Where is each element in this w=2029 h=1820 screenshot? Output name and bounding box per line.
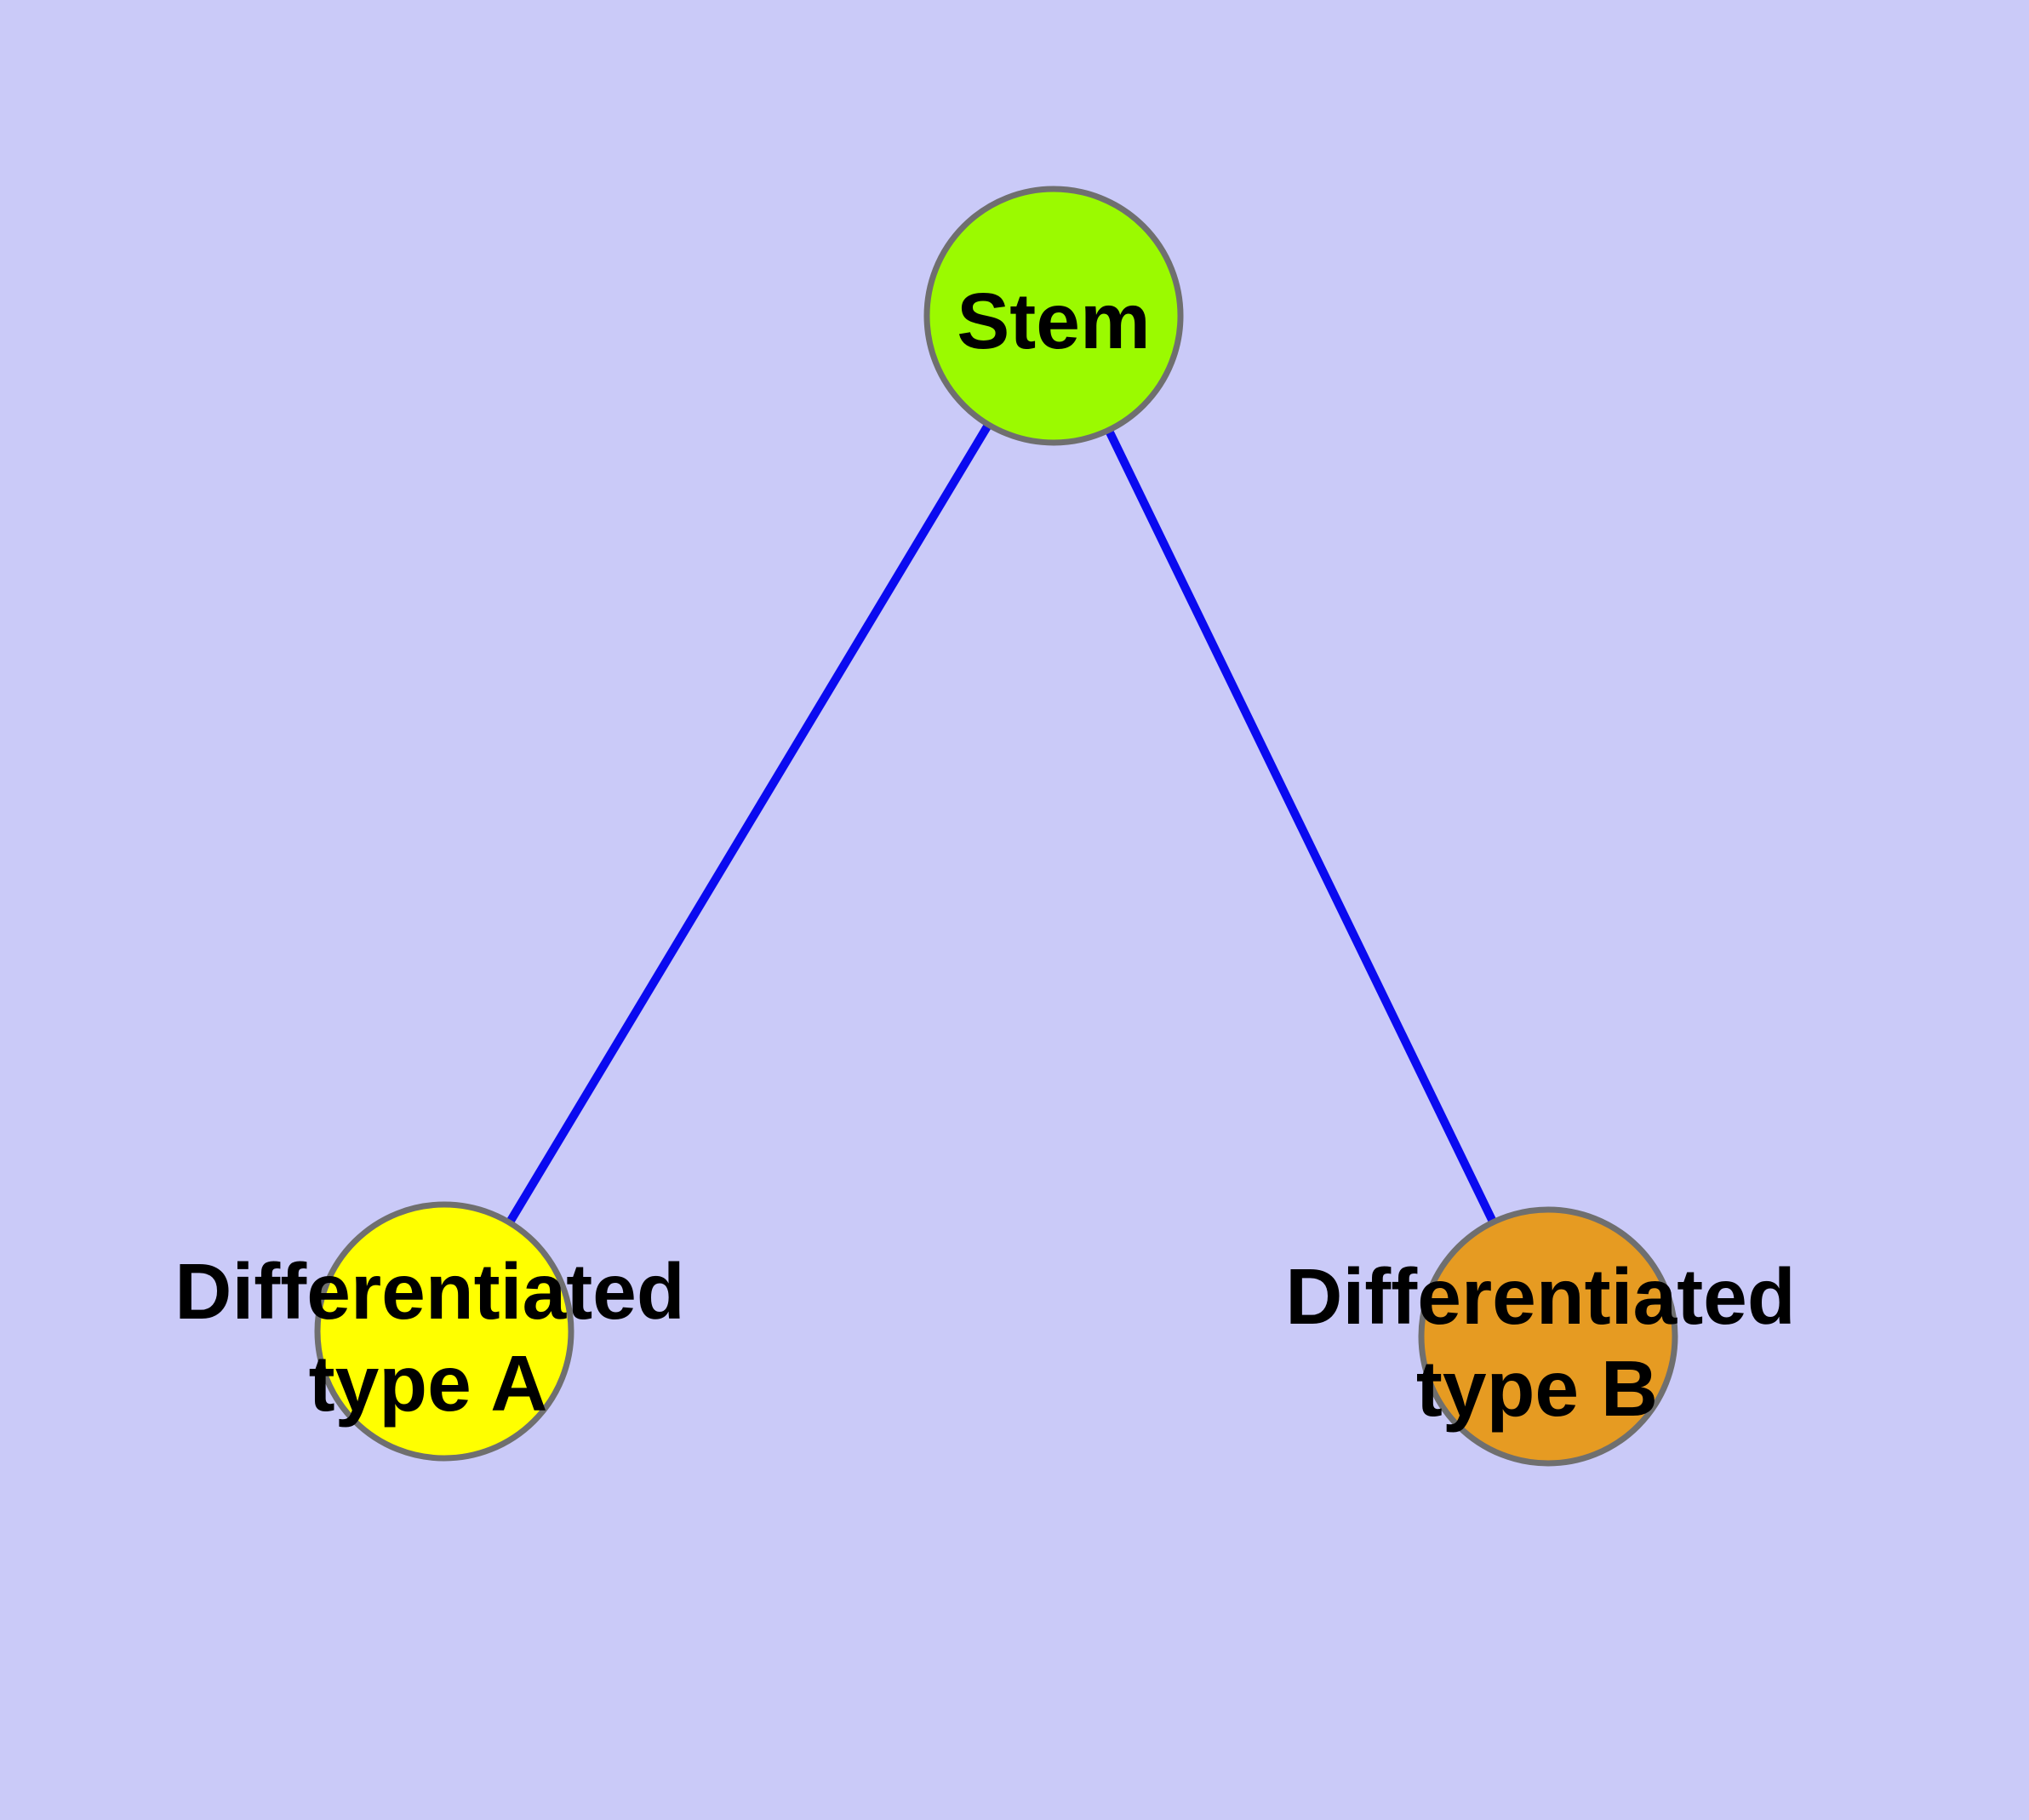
edge-stem-to-type-a — [506, 424, 992, 1223]
edge-stem-to-type-b — [1106, 430, 1496, 1222]
stem-node — [923, 186, 1184, 446]
type-b-node-label-line1: Differentiated — [1285, 1252, 1795, 1341]
type-b-node-label-line2: type B — [1416, 1344, 1658, 1433]
type-b-node — [1418, 1206, 1678, 1467]
stem-node-label: Stem — [957, 277, 1150, 365]
type-a-node — [314, 1201, 574, 1462]
type-a-node-label-line1: Differentiated — [174, 1247, 684, 1336]
type-a-node-label-line2: type A — [309, 1339, 548, 1428]
